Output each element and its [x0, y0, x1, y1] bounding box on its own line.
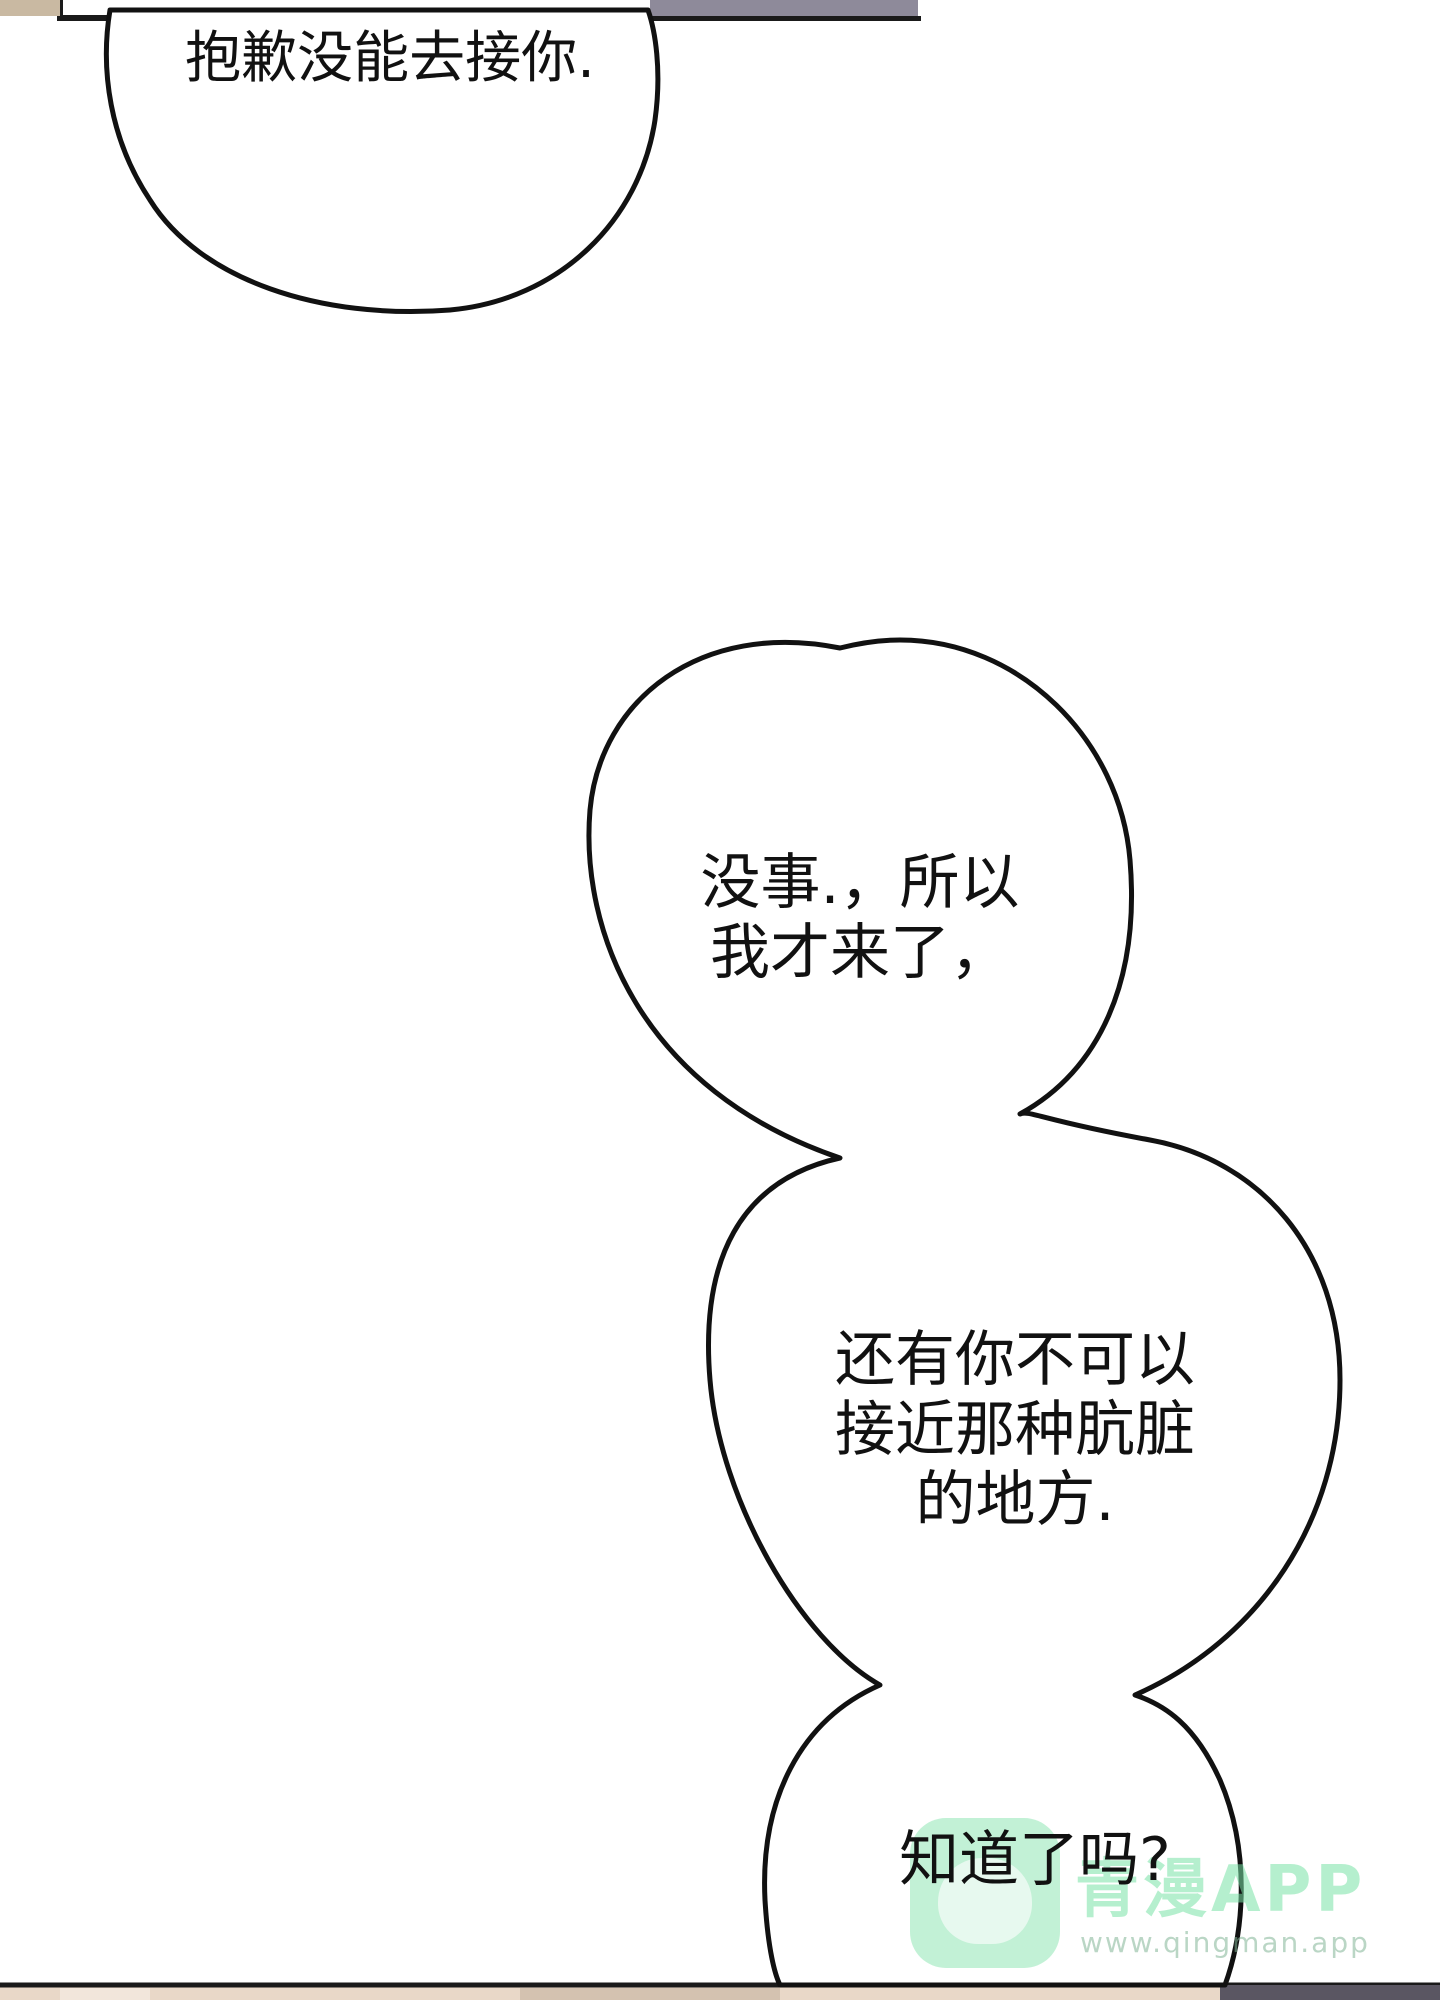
speech-bubble-chain	[586, 637, 1343, 1988]
speech-text-4: 知道了吗?	[899, 1825, 1171, 1895]
watermark: 青漫APP www.qingman.app	[910, 1818, 1390, 2000]
app-logo-icon	[910, 1818, 1060, 1968]
speech-text-2: 没事.，所以 我才来了，	[700, 848, 1020, 988]
speech-text-1: 抱歉没能去接你.	[185, 26, 595, 91]
watermark-brand: 青漫APP	[1075, 1853, 1367, 1927]
speech-text-3: 还有你不可以 接近那种肮脏 的地方.	[835, 1325, 1195, 1535]
cat-icon	[938, 1858, 1032, 1944]
watermark-url: www.qingman.app	[1080, 1926, 1370, 1959]
speech-bubble-1	[103, 7, 661, 315]
